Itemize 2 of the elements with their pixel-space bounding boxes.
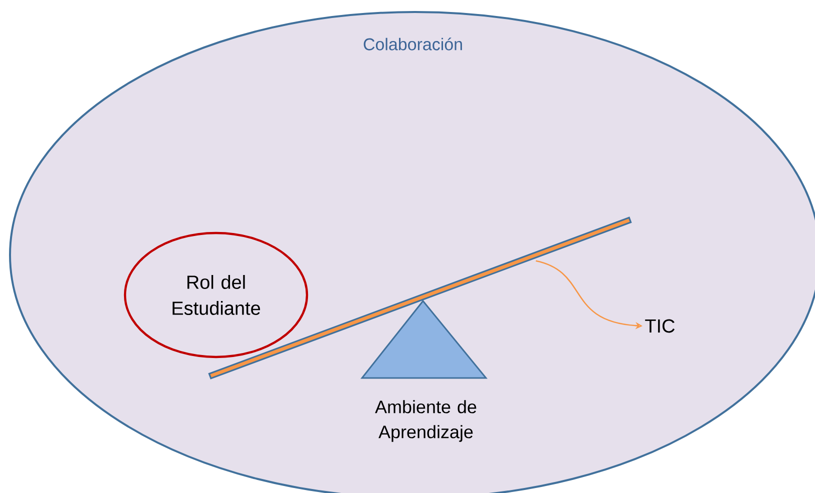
node-label: Ambiente de Aprendizaje <box>375 400 476 442</box>
label-text: TIC <box>645 319 675 333</box>
